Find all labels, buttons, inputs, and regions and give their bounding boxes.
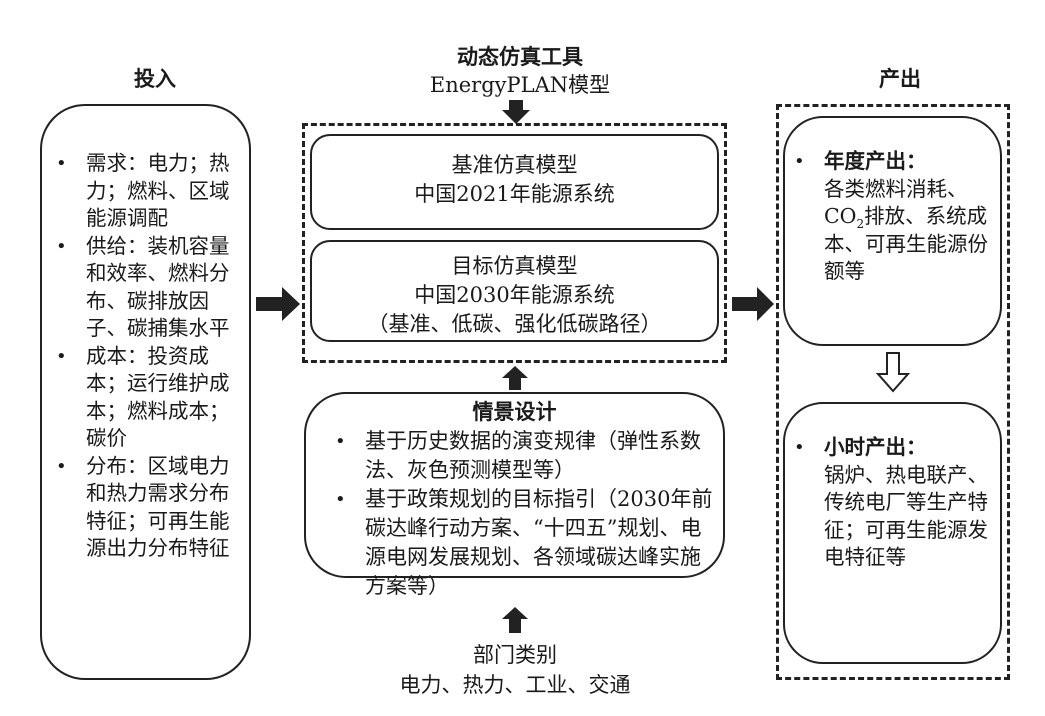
scenario-item-policy: 基于政策规划的目标指引（2030年前碳达峰行动方案、“十四五”规划、电源电网发展… (331, 485, 716, 601)
tool-title: 动态仿真工具 (457, 44, 583, 69)
annual-output-list: 年度产出： 各类燃料消耗、CO2排放、系统成本、可再生能源份额等 (790, 148, 990, 286)
scenario-item-historical: 基于历史数据的演变规律（弹性系数法、灰色预测模型等） (331, 427, 716, 485)
annual-output-label: 年度产出： (824, 149, 927, 173)
annual-output-text-post: 排放、系统成本、可再生能源份额等 (824, 204, 988, 283)
arrow-right-icon (732, 287, 774, 321)
annual-output-box: 年度产出： 各类燃料消耗、CO2排放、系统成本、可再生能源份额等 (783, 116, 1002, 346)
hollow-arrow-down-icon (875, 352, 911, 393)
input-item-demand: 需求：电力；热力；燃料、区域能源调配 (52, 150, 242, 233)
tool-subtitle: EnergyPLAN模型 (429, 73, 611, 97)
arrow-up-icon (502, 607, 528, 633)
hourly-output-label: 小时产出： (824, 435, 927, 459)
target-model-paths: （基准、低碳、强化低碳路径） (367, 312, 662, 336)
input-list: 需求：电力；热力；燃料、区域能源调配 供给：装机容量和效率、燃料分布、碳排放因子… (52, 150, 242, 563)
target-model-box (310, 240, 719, 342)
input-item-supply: 供给：装机容量和效率、燃料分布、碳排放因子、碳捕集水平 (52, 233, 242, 343)
input-box-body: 需求：电力；热力；燃料、区域能源调配 供给：装机容量和效率、燃料分布、碳排放因子… (40, 104, 251, 680)
scenario-box: 情景设计 基于历史数据的演变规律（弹性系数法、灰色预测模型等） 基于政策规划的目… (304, 392, 725, 598)
hourly-output-item: 小时产出： 锅炉、热电联产、传统电厂等生产特征；可再生能源发电特征等 (790, 434, 990, 572)
baseline-model-box: 基准仿真模型 中国2021年能源系统 (310, 134, 719, 230)
hourly-output-box: 小时产出： 锅炉、热电联产、传统电厂等生产特征；可再生能源发电特征等 (783, 402, 1002, 664)
output-title: 产出 (879, 66, 921, 91)
sectors-list: 电力、热力、工业、交通 (399, 673, 631, 697)
arrow-down-icon (502, 100, 530, 124)
scenario-list: 基于历史数据的演变规律（弹性系数法、灰色预测模型等） 基于政策规划的目标指引（2… (331, 427, 716, 601)
annual-output-text-pre: 各类燃料消耗、CO (824, 176, 968, 229)
target-model-subtitle: 中国2030年能源系统 (414, 283, 615, 307)
input-title: 投入 (134, 66, 176, 91)
output-dashed-group (776, 104, 1010, 680)
baseline-model-title: 基准仿真模型 (451, 153, 578, 177)
input-item-cost: 成本：投资成本；运行维护成本；燃料成本；碳价 (52, 343, 242, 453)
target-model-title: 目标仿真模型 (451, 254, 578, 278)
co2-subscript: 2 (856, 217, 865, 232)
arrow-up-icon (502, 366, 528, 390)
baseline-model-subtitle: 中国2021年能源系统 (414, 182, 615, 206)
input-item-distribution: 分布：区域电力和热力需求分布特征；可再生能源出力分布特征 (52, 453, 242, 563)
arrow-right-icon (256, 287, 300, 321)
annual-output-item: 年度产出： 各类燃料消耗、CO2排放、系统成本、可再生能源份额等 (790, 148, 990, 286)
hourly-output-text: 锅炉、热电联产、传统电厂等生产特征；可再生能源发电特征等 (824, 462, 988, 570)
scenario-title: 情景设计 (472, 399, 557, 424)
models-dashed-group (302, 123, 727, 363)
sectors-title: 部门类别 (473, 643, 557, 667)
hourly-output-list: 小时产出： 锅炉、热电联产、传统电厂等生产特征；可再生能源发电特征等 (790, 434, 990, 572)
